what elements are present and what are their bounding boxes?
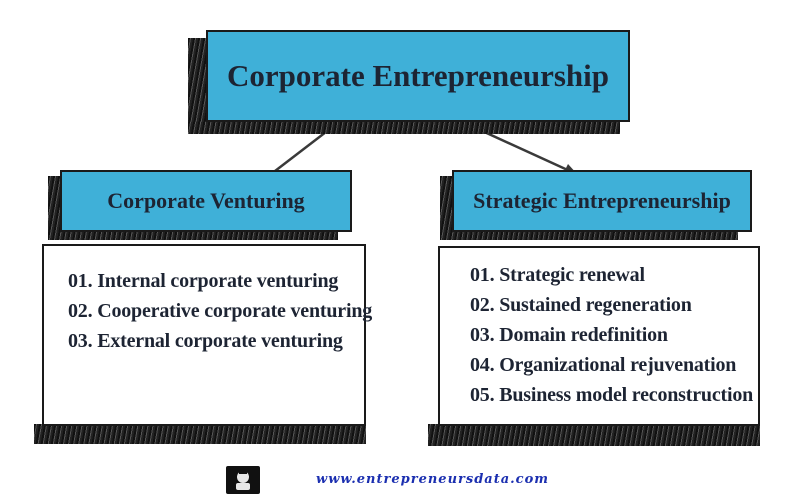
left-list-shadow: [34, 424, 366, 444]
right-node: Strategic Entrepreneurship: [440, 170, 752, 242]
list-item: 01. Internal corporate venturing: [68, 270, 339, 292]
list-item: 05. Business model reconstruction: [470, 384, 754, 406]
list-item: 02. Cooperative corporate venturing: [68, 300, 373, 322]
website-url[interactable]: www.entrepreneursdata.com: [316, 472, 549, 487]
right-list: 01. Strategic renewal 02. Sustained rege…: [470, 260, 758, 410]
list-item: 02. Sustained regeneration: [470, 294, 692, 316]
right-list-box: 01. Strategic renewal 02. Sustained rege…: [428, 246, 760, 446]
entrepreneur-logo-icon: [226, 466, 260, 494]
left-list-box: 01. Internal corporate venturing 02. Coo…: [34, 244, 373, 444]
list-item: 01. Strategic renewal: [470, 264, 645, 286]
left-list: 01. Internal corporate venturing 02. Coo…: [68, 266, 373, 356]
left-node: Corporate Venturing: [48, 170, 352, 242]
root-node: Corporate Entrepreneurship: [188, 30, 630, 134]
list-item: 04. Organizational rejuvenation: [470, 354, 737, 376]
list-item: 03. External corporate venturing: [68, 330, 343, 352]
left-title: Corporate Venturing: [60, 170, 352, 232]
root-shadow-bottom: [188, 122, 620, 134]
right-list-shadow: [428, 424, 760, 446]
right-title: Strategic Entrepreneurship: [452, 170, 752, 232]
list-item: 03. Domain redefinition: [470, 324, 668, 346]
root-title: Corporate Entrepreneurship: [206, 30, 630, 122]
